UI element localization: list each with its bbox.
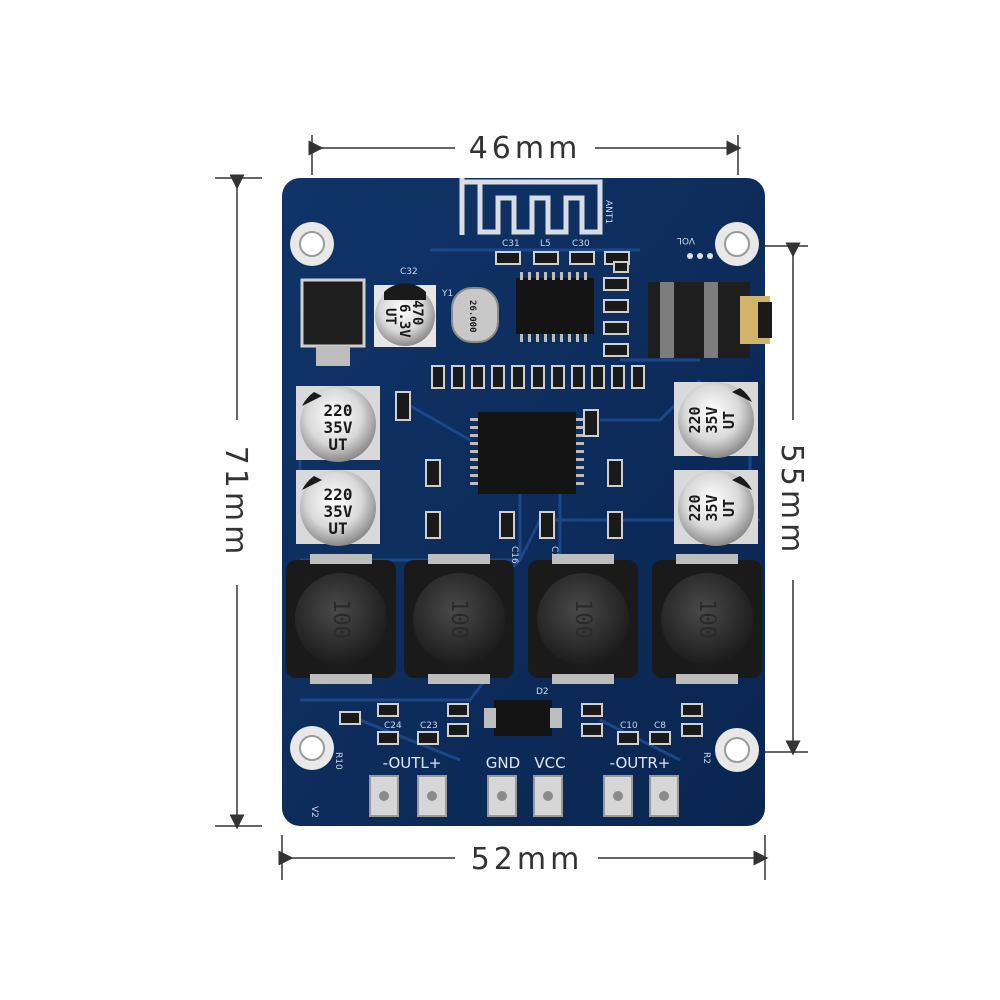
mounting-hole-bottom-right [715, 728, 759, 772]
dimension-right: 55mm [760, 242, 809, 756]
terminal-vcc-label: VCC [534, 754, 565, 772]
smd-caps-middle [425, 409, 623, 539]
ref-c8: C8 [654, 721, 666, 731]
capacitor-220uf-right-top: 220 35V UT [674, 382, 758, 458]
ref-c32: C32 [400, 267, 418, 277]
ref-c10: C10 [620, 721, 638, 731]
smd-row-top: C31 L5 C30 [495, 239, 630, 265]
mounting-hole-top-right [715, 222, 759, 266]
antenna-label: ANT1 [603, 200, 613, 224]
smd-cluster-left [339, 703, 469, 745]
dimension-top: 46mm [308, 131, 742, 175]
ref-l5: L5 [540, 239, 551, 249]
inductor-2: 100 [404, 554, 514, 684]
ref-y1: Y1 [441, 289, 453, 299]
cap-220-0-line1: 220 [324, 401, 353, 420]
amplifier-ic [470, 412, 584, 494]
cap-220-0-line2: 35V [324, 418, 353, 437]
terminal-out-right-label: -OUTR+ [610, 754, 671, 772]
ref-c24: C24 [384, 721, 402, 731]
crystal-oscillator: 26.000 Y1 [441, 287, 499, 343]
inductor-1: 100 [286, 554, 396, 684]
ref-d2: D2 [536, 687, 549, 697]
ref-c16: C16 [509, 546, 519, 564]
resistor-row [395, 365, 645, 421]
pcb-antenna: ANT1 [459, 178, 613, 235]
top-width-label: 46mm [469, 131, 582, 166]
capacitor-220uf-right-bottom: 220 35V UT [674, 470, 758, 546]
cap-220-1-line3: UT [328, 519, 347, 538]
capacitor-220uf-left-top: 220 35V UT [296, 386, 380, 462]
crystal-label: 26.000 [467, 300, 477, 333]
bluetooth-ic [516, 272, 594, 342]
right-height-label: 55mm [774, 444, 809, 557]
inductor-2-label: 100 [446, 599, 471, 639]
ref-c23: C23 [420, 721, 438, 731]
inductor-1-label: 100 [328, 599, 353, 639]
audio-jack [648, 282, 772, 358]
version-label: V2 [309, 806, 319, 818]
inductor-4-label: 100 [694, 599, 719, 639]
mounting-hole-bottom-left [290, 726, 334, 770]
diode-d2: D2 [484, 687, 562, 736]
cap-470-line1: 470 [409, 300, 425, 325]
bottom-width-label: 52mm [471, 842, 584, 877]
cap-220-2-line3: UT [720, 411, 738, 429]
cap-220-3-line2: 35V [703, 494, 721, 521]
volume-label: VOL [677, 235, 695, 245]
terminal-pads [369, 775, 679, 817]
left-height-label: 71mm [218, 446, 253, 559]
cap-470-line3: UT [382, 308, 398, 325]
smd-column-right [603, 261, 629, 357]
volume-pads: VOL [677, 235, 713, 259]
voltage-regulator [300, 278, 366, 366]
smd-cluster-right [581, 703, 703, 745]
ref-r2: R2 [701, 752, 711, 764]
terminal-out-left-label: -OUTL+ [383, 754, 442, 772]
cap-220-3-line1: 220 [686, 494, 704, 521]
capacitor-470uf: 470 6.3V UT C32 [374, 267, 436, 347]
cap-220-2-line2: 35V [703, 406, 721, 433]
dimension-left: 71mm [215, 174, 262, 830]
cap-220-3-line3: UT [720, 499, 738, 517]
pcb-board: ANT1 C31 L5 C30 VOL 47 [282, 178, 772, 826]
cap-220-1-line2: 35V [324, 502, 353, 521]
cap-220-2-line1: 220 [686, 406, 704, 433]
ref-c31: C31 [502, 239, 520, 249]
inductor-4: 100 [652, 554, 762, 684]
cap-470-line2: 6.3V [396, 304, 412, 338]
ref-c30: C30 [572, 239, 590, 249]
inductor-3: 100 [528, 554, 638, 684]
terminal-gnd-label: GND [486, 754, 520, 772]
ref-r10: R10 [333, 752, 343, 770]
capacitor-220uf-left-bottom: 220 35V UT [296, 470, 380, 546]
mounting-hole-top-left [290, 222, 334, 266]
cap-220-0-line3: UT [328, 435, 347, 454]
dimension-bottom: 52mm [278, 835, 769, 880]
inductor-3-label: 100 [570, 599, 595, 639]
cap-220-1-line1: 220 [324, 485, 353, 504]
